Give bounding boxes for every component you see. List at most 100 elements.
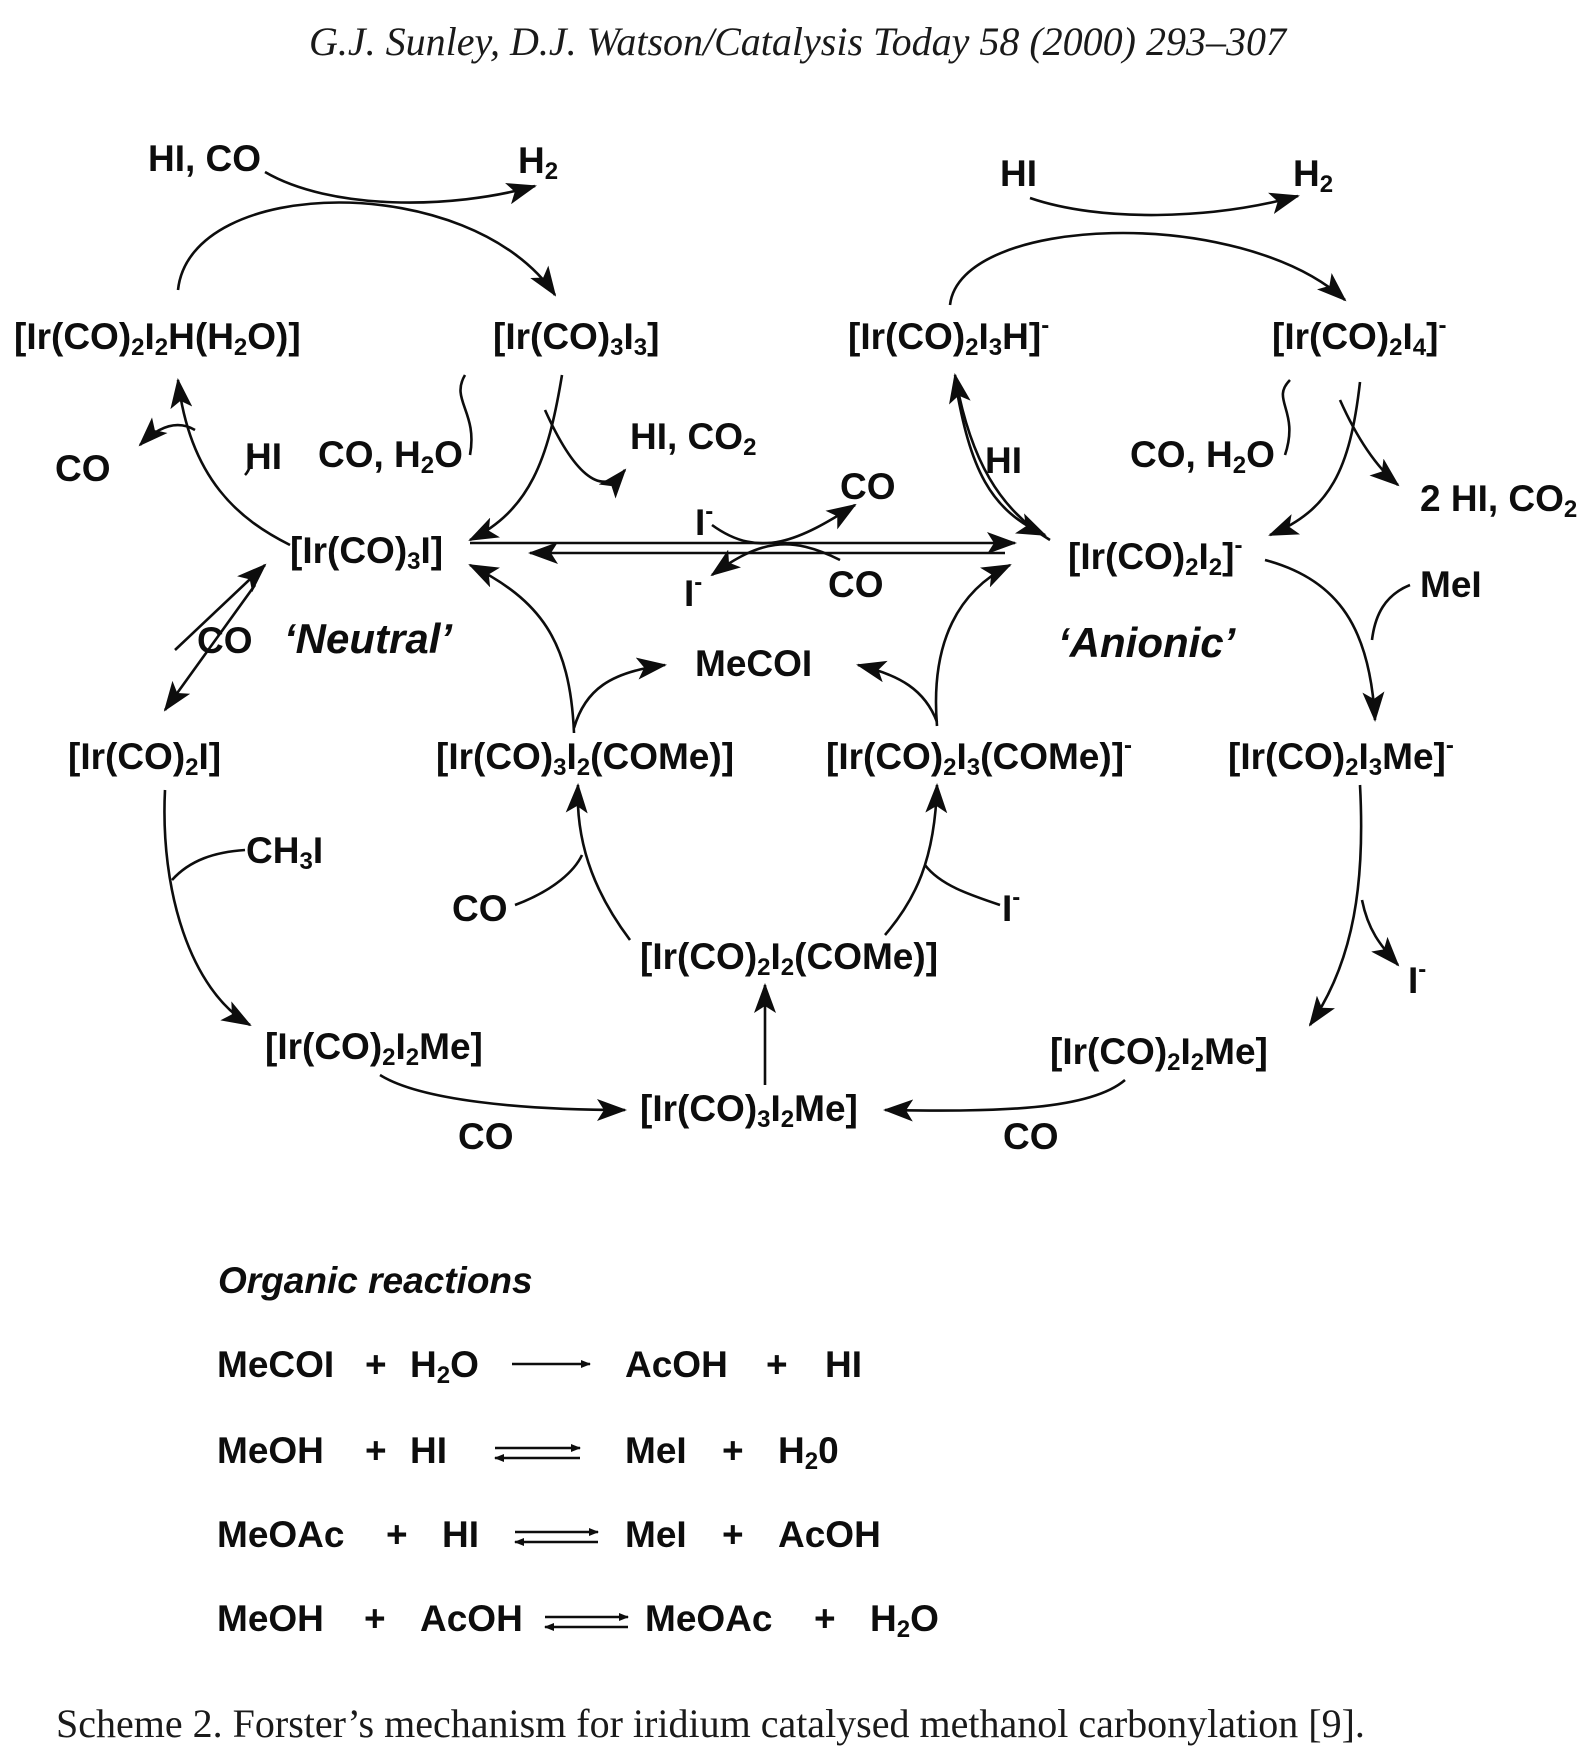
arrow-hi-co-to-h2: [264, 170, 537, 205]
reagent-hi-top-right: HI: [1000, 153, 1037, 194]
arrow-central-acyl-to-neutral-acyl: [565, 783, 632, 941]
arrow-hydride-to-triiodide: [176, 201, 557, 297]
arrow-hi-co2-out: [543, 409, 627, 499]
reagent-h2-top-right: H2: [1293, 153, 1334, 198]
species-ir-co2-i: [Ir(CO)2I]: [68, 736, 222, 781]
species-neutral-methyl: [Ir(CO)2I2Me]: [265, 1026, 483, 1071]
arrow-iodide-co-exchange-bottom: [710, 543, 841, 577]
org-r1-product-d: HI: [825, 1344, 862, 1385]
org-r4-reactant-a: MeOH: [217, 1598, 324, 1639]
figure-caption: Scheme 2. Forster’s mechanism for iridiu…: [56, 1701, 1365, 1746]
arrow-mei-in: [1370, 583, 1411, 641]
org-r2-product-d: H20: [778, 1430, 839, 1475]
org-r3-product-c: MeI: [625, 1514, 687, 1555]
species-mecoi: MeCOI: [695, 643, 813, 684]
arrow-anionic-acyl-mecoi: [856, 660, 939, 723]
reagent-co-left: CO: [55, 448, 111, 489]
arrow-hi-to-h2-right: [1029, 192, 1300, 217]
org-r1-reactant-a: MeCOI: [217, 1344, 335, 1385]
species-anionic-hydride: [Ir(CO)2I3H]-: [848, 312, 1050, 361]
reagent-iodide-center-bottom: I-: [684, 569, 703, 614]
species-tricarbonyl-triiodide: [Ir(CO)3I3]: [493, 316, 660, 361]
species-anionic-acyl: [Ir(CO)2I3(COMe)]-: [826, 732, 1133, 781]
species-central-methyl: [Ir(CO)3I2Me]: [640, 1088, 858, 1133]
org-r2-reactant-a: MeOH: [217, 1430, 324, 1471]
org-r3-reactant-b: HI: [442, 1514, 479, 1555]
reagent-co-center-top: CO: [840, 466, 896, 507]
org-r2-product-c: MeI: [625, 1430, 687, 1471]
species-ir-co2-i2-anion: [Ir(CO)2I2]-: [1068, 532, 1243, 581]
reagent-hi-right: HI: [985, 440, 1022, 481]
species-central-acyl: [Ir(CO)2I2(COMe)]: [640, 936, 939, 981]
species-anionic-side-methyl: [Ir(CO)2I2Me]: [1050, 1031, 1268, 1076]
org-r2-plus-2: +: [722, 1430, 744, 1471]
arrow-ch3i-in: [171, 848, 246, 881]
org-r1-plus-2: +: [766, 1344, 788, 1385]
org-r1-plus-1: +: [365, 1344, 387, 1385]
arrow-anionic-hydride-to-tetraiodide: [948, 231, 1347, 306]
arrow-co-in-lower: [514, 854, 584, 907]
reagent-co-bottom-right: CO: [1003, 1116, 1059, 1157]
org-r1-reactant-b: H2O: [410, 1344, 479, 1389]
reagent-co-lower-left: CO: [452, 888, 508, 929]
arrow-iodide-co-exchange-top: [711, 503, 857, 545]
species-tetraiodide: [Ir(CO)2I4]-: [1272, 312, 1447, 361]
reagent-hi-co2-left: HI, CO2: [630, 416, 757, 461]
org-r3-plus-1: +: [386, 1514, 408, 1555]
reagent-iodide-center-top: I-: [695, 498, 714, 543]
org-r4-reactant-b: AcOH: [420, 1598, 523, 1639]
species-ir-co3-i: [Ir(CO)3I]: [290, 530, 444, 575]
cycle-label-anionic: ‘Anionic’: [1058, 619, 1236, 666]
arrow-irco2i-to-irco3i: [174, 563, 267, 651]
arrow-2hi-co2-out: [1338, 399, 1400, 487]
reagent-ch3i: CH3I: [246, 830, 324, 875]
reagent-2hi-co2-right: 2 HI, CO2: [1420, 478, 1578, 523]
arrow-irco2i2-to-methyl: [1264, 558, 1385, 722]
reagent-hi-co-top: HI, CO: [148, 138, 262, 179]
arrow-neutral-acyl-to-irco3i: [468, 563, 576, 734]
org-r3-product-d: AcOH: [778, 1514, 881, 1555]
arrow-iodide-in-lower: [923, 864, 1001, 907]
arrow-neutral-acyl-mecoi: [572, 657, 667, 729]
arrow-methyl-to-tricarbonyl: [379, 1073, 627, 1121]
cycle-label-neutral: ‘Neutral’: [284, 615, 453, 662]
org-r3-plus-2: +: [722, 1514, 744, 1555]
species-neutral-acyl: [Ir(CO)3I2(COMe)]: [436, 736, 735, 781]
arrow-irco3i-to-irco2i: [163, 584, 257, 712]
org-r4-product-c: MeOAc: [645, 1598, 773, 1639]
species-anionic-methyl: [Ir(CO)2I3Me]-: [1228, 732, 1454, 781]
reagent-h2-top-left: H2: [518, 140, 559, 185]
org-r3-reactant-a: MeOAc: [217, 1514, 345, 1555]
reagent-iodide-right: I-: [1408, 956, 1427, 1001]
arrow-co-h2o-left: [459, 374, 473, 456]
reagent-mei: MeI: [1420, 564, 1482, 605]
arrow-irco3i-to-hydride: [170, 378, 291, 547]
organic-title: Organic reactions: [218, 1260, 533, 1301]
arrow-co-out-left: [138, 417, 196, 447]
arrow-hi-in-left: [244, 449, 254, 476]
arrow-iodide-out-right: [1360, 899, 1400, 967]
arrow-anionic-methyl-to-neutral-methyl: [1308, 784, 1363, 1027]
arrow-tetraiodide-to-irco2i2: [1268, 381, 1362, 537]
reagent-co-center-bottom: CO: [828, 564, 884, 605]
arrow-central-acyl-to-anionic-acyl: [884, 783, 948, 936]
reagent-co-bottom-left: CO: [458, 1116, 514, 1157]
org-r4-plus-1: +: [364, 1598, 386, 1639]
org-r2-reactant-b: HI: [410, 1430, 447, 1471]
reagent-hi-left: HI: [245, 436, 282, 477]
arrow-irco2i-to-methyl: [163, 789, 252, 1027]
reagent-co-h2o-right: CO, H2O: [1130, 434, 1275, 479]
journal-header: G.J. Sunley, D.J. Watson/Catalysis Today…: [308, 19, 1286, 64]
reagent-iodide-lower-right: I-: [1002, 884, 1021, 929]
org-r1-product-c: AcOH: [625, 1344, 728, 1385]
species-hydride-aqua: [Ir(CO)2I2H(H2O)]: [14, 316, 301, 361]
arrow-hydride-to-irco2i2: [953, 379, 1047, 537]
reagent-co-neutral: CO: [197, 620, 253, 661]
arrow-co-h2o-right: [1281, 379, 1291, 456]
org-r2-plus-1: +: [365, 1430, 387, 1471]
arrow-anionic-methyl-to-tricarbonyl: [883, 1079, 1126, 1122]
org-r4-product-d: H2O: [870, 1598, 939, 1643]
reagent-co-h2o-left: CO, H2O: [318, 434, 463, 479]
